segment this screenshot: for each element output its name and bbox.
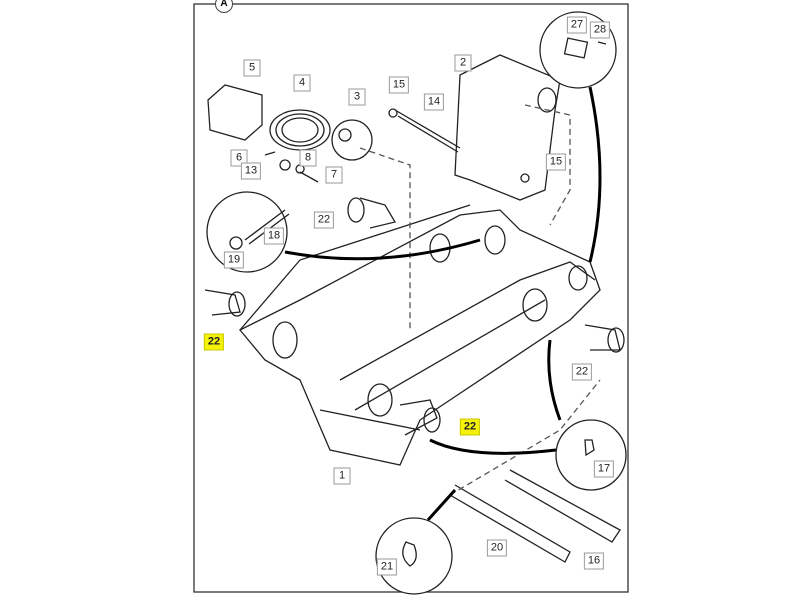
part-label-3: 3	[348, 88, 366, 106]
part-label-22-highlighted: 22	[203, 333, 225, 351]
part-label-16: 16	[583, 552, 605, 570]
diagram-frame	[193, 3, 629, 593]
part-label-22: 22	[313, 211, 335, 229]
part-label-27: 27	[566, 16, 588, 34]
part-label-2: 2	[454, 54, 472, 72]
section-marker: A	[215, 0, 233, 13]
part-label-5: 5	[243, 59, 261, 77]
part-label-7: 7	[325, 166, 343, 184]
part-label-18: 18	[263, 227, 285, 245]
part-label-28: 28	[589, 21, 611, 39]
detail-circles	[206, 11, 627, 595]
part-label-13: 13	[240, 162, 262, 180]
part-label-6: 6	[230, 149, 248, 167]
part-label-22-highlighted: 22	[459, 418, 481, 436]
main-frame-part	[238, 204, 601, 466]
part-label-17: 17	[593, 460, 615, 478]
part-label-14: 14	[423, 93, 445, 111]
part-label-15: 15	[388, 76, 410, 94]
part-label-1: 1	[333, 467, 351, 485]
part-label-15: 15	[545, 153, 567, 171]
part-label-8: 8	[299, 149, 317, 167]
bushing-parts	[204, 197, 625, 436]
leader-lines	[359, 104, 601, 496]
pin-parts	[449, 469, 621, 563]
part-label-19: 19	[223, 251, 245, 269]
part-label-22: 22	[571, 363, 593, 381]
part-label-20: 20	[486, 539, 508, 557]
part-label-4: 4	[293, 74, 311, 92]
callout-lines	[284, 86, 602, 522]
part-label-21: 21	[376, 558, 398, 576]
small-parts	[207, 35, 590, 201]
